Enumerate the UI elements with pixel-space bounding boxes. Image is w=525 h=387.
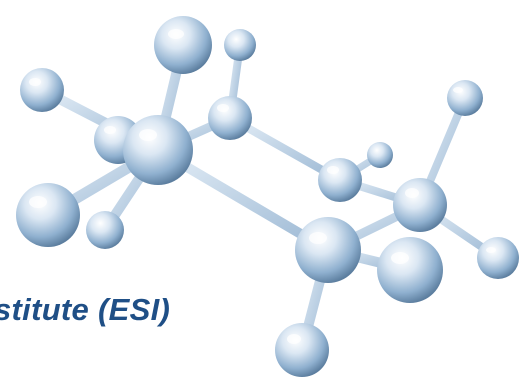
caption-text: stitute (ESI) [0,292,171,327]
atom [154,16,212,74]
atom [208,96,252,140]
highlights [29,29,496,344]
atom [275,323,329,377]
atom [477,237,519,279]
atom [16,183,80,247]
atom [20,68,64,112]
atom [123,115,193,185]
atom [393,178,447,232]
atom [86,211,124,249]
atom [367,142,393,168]
atom [224,29,256,61]
atom [318,158,362,202]
atom [377,237,443,303]
atoms [16,16,519,377]
atom [447,80,483,116]
atom [295,217,361,283]
